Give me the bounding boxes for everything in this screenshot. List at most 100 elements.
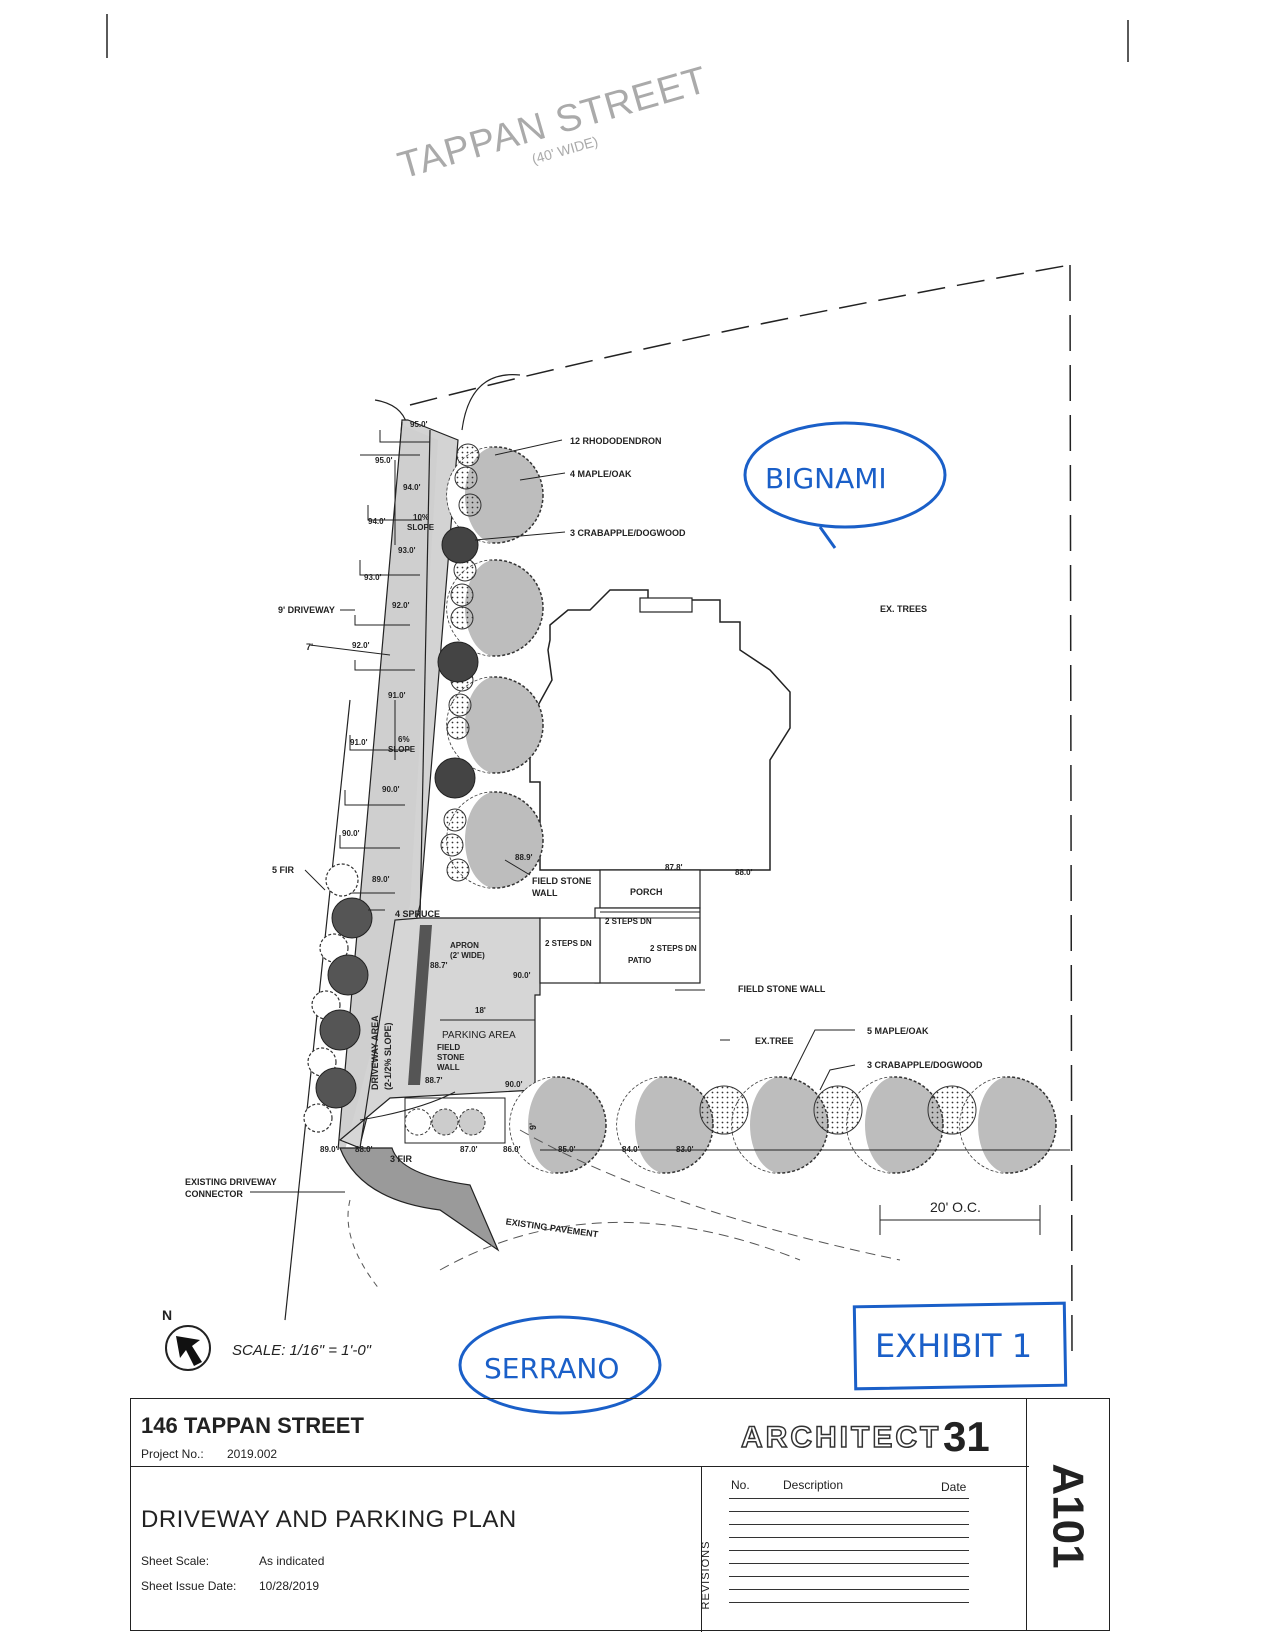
east-property-line [1069, 264, 1073, 1356]
svg-text:9': 9' [528, 1123, 538, 1130]
project-no-label: Project No.: [141, 1447, 204, 1461]
west-fir-row [303, 863, 373, 1133]
svg-text:94.0': 94.0' [403, 483, 421, 492]
label-3-fir: 3 FIR [390, 1154, 413, 1164]
revision-no-header: No. [731, 1478, 750, 1492]
project-name: 146 TAPPAN STREET [141, 1413, 364, 1438]
street-name: TAPPAN STREET [393, 59, 712, 188]
title-block: 146 TAPPAN STREET Project No.: 2019.002 … [130, 1398, 1110, 1632]
sheet-scale: As indicated [259, 1554, 325, 1568]
svg-text:91.0': 91.0' [350, 738, 368, 747]
sheet-title: DRIVEWAY AND PARKING PLAN [141, 1506, 517, 1533]
project-no: 2019.002 [227, 1447, 278, 1461]
patio [594, 907, 701, 984]
label-ex-trees: EX. TREES [880, 604, 927, 614]
chimney [639, 597, 693, 613]
label-patio: PATIO [628, 956, 651, 965]
issue-date-label: Sheet Issue Date: [141, 1579, 237, 1593]
svg-text:83.0': 83.0' [676, 1145, 694, 1154]
label-dim-7: 7' [306, 642, 313, 652]
revision-line [729, 1511, 969, 1512]
street-label: TAPPAN STREET (40' WIDE) [393, 59, 712, 188]
revision-description-header: Description [783, 1478, 844, 1492]
label-ex-tree: EX.TREE [755, 1036, 794, 1046]
svg-text:SLOPE: SLOPE [407, 523, 435, 532]
north-label: N [162, 1307, 172, 1323]
label-driveway-width: 9' DRIVEWAY [278, 605, 335, 615]
svg-text:6%: 6% [398, 735, 410, 744]
crabapple-north [434, 526, 479, 799]
svg-text:EXISTING DRIVEWAY: EXISTING DRIVEWAY [185, 1177, 277, 1187]
label-parking-area: PARKING AREA [442, 1030, 516, 1041]
scale-note: SCALE: 1/16" = 1'-0" [232, 1342, 372, 1359]
svg-text:88.7': 88.7' [425, 1076, 443, 1085]
svg-text:APRON: APRON [450, 941, 479, 950]
south-tree-row [509, 1076, 1070, 1174]
handwritten-annotations: BIGNAMI SERRANO EXHIBIT 1 [458, 421, 1068, 1415]
leader-lines [250, 439, 1041, 1235]
revision-line [729, 1524, 969, 1525]
svg-text:88.9': 88.9' [515, 853, 533, 862]
sheet-scale-label: Sheet Scale: [141, 1554, 210, 1568]
revision-line [729, 1537, 969, 1538]
svg-text:92.0': 92.0' [352, 641, 370, 650]
label-rhododendron: 12 RHODODENDRON [570, 436, 662, 446]
svg-text:DRIVEWAY AREA: DRIVEWAY AREA [370, 1015, 380, 1090]
issue-date: 10/28/2019 [259, 1579, 320, 1593]
svg-text:85.0': 85.0' [558, 1145, 576, 1154]
title-block-divider [131, 1466, 1029, 1467]
driveway-connector [339, 1147, 500, 1252]
revisions-divider [701, 1466, 703, 1632]
sheet-number: A101 [1044, 1462, 1093, 1569]
grade-lines [334, 430, 430, 894]
revision-line [729, 1550, 969, 1551]
front-property-line [409, 264, 1071, 406]
revisions-label: REVISIONS [700, 1540, 712, 1610]
revision-line [729, 1576, 969, 1577]
svg-text:FIELD: FIELD [437, 1043, 460, 1052]
svg-text:90.0': 90.0' [505, 1080, 523, 1089]
svg-text:91.0': 91.0' [388, 691, 406, 700]
svg-text:(2' WIDE): (2' WIDE) [450, 951, 485, 960]
porch [599, 869, 701, 909]
svg-text:87.8': 87.8' [665, 863, 683, 872]
svg-text:95.0': 95.0' [375, 456, 393, 465]
revision-line [729, 1563, 969, 1564]
label-maple-oak-south: 5 MAPLE/OAK [867, 1026, 929, 1036]
svg-text:10%: 10% [413, 513, 429, 522]
svg-text:84.0': 84.0' [622, 1145, 640, 1154]
svg-text:(2-1/2% SLOPE): (2-1/2% SLOPE) [383, 1022, 393, 1090]
svg-text:18': 18' [475, 1006, 486, 1015]
svg-text:FIELD STONE: FIELD STONE [532, 876, 591, 886]
svg-text:92.0': 92.0' [392, 601, 410, 610]
svg-text:90.0': 90.0' [342, 829, 360, 838]
sheet-number-column: A101 [1026, 1399, 1109, 1630]
svg-text:SLOPE: SLOPE [388, 745, 416, 754]
revision-date-header: Date [941, 1480, 967, 1494]
svg-text:93.0': 93.0' [398, 546, 416, 555]
apron [408, 925, 432, 1085]
label-existing-pavement: EXISTING PAVEMENT [505, 1217, 599, 1240]
svg-text:2 STEPS DN: 2 STEPS DN [650, 944, 697, 953]
svg-text:WALL: WALL [437, 1063, 460, 1072]
firm-name: ARCHITECT [740, 1420, 942, 1455]
south-fir-cluster [404, 1097, 506, 1144]
svg-text:93.0': 93.0' [364, 573, 382, 582]
label-crabapple-south: 3 CRABAPPLE/DOGWOOD [867, 1060, 983, 1070]
revision-line [729, 1498, 969, 1499]
revision-line [729, 1602, 969, 1603]
house-footprint [529, 589, 791, 871]
label-crabapple-north: 3 CRABAPPLE/DOGWOOD [570, 528, 686, 538]
svg-text:WALL: WALL [532, 888, 558, 898]
label-5-fir: 5 FIR [272, 865, 295, 875]
svg-text:94.0': 94.0' [368, 517, 386, 526]
svg-text:89.0': 89.0' [372, 875, 390, 884]
svg-text:CONNECTOR: CONNECTOR [185, 1189, 243, 1199]
svg-text:2 STEPS DN: 2 STEPS DN [605, 917, 652, 926]
handwritten-bignami: BIGNAMI [765, 462, 887, 495]
svg-text:90.0': 90.0' [513, 971, 531, 980]
label-spacing: 20' O.C. [930, 1199, 981, 1215]
svg-text:95.0': 95.0' [410, 420, 428, 429]
handwritten-exhibit: EXHIBIT 1 [875, 1327, 1032, 1365]
